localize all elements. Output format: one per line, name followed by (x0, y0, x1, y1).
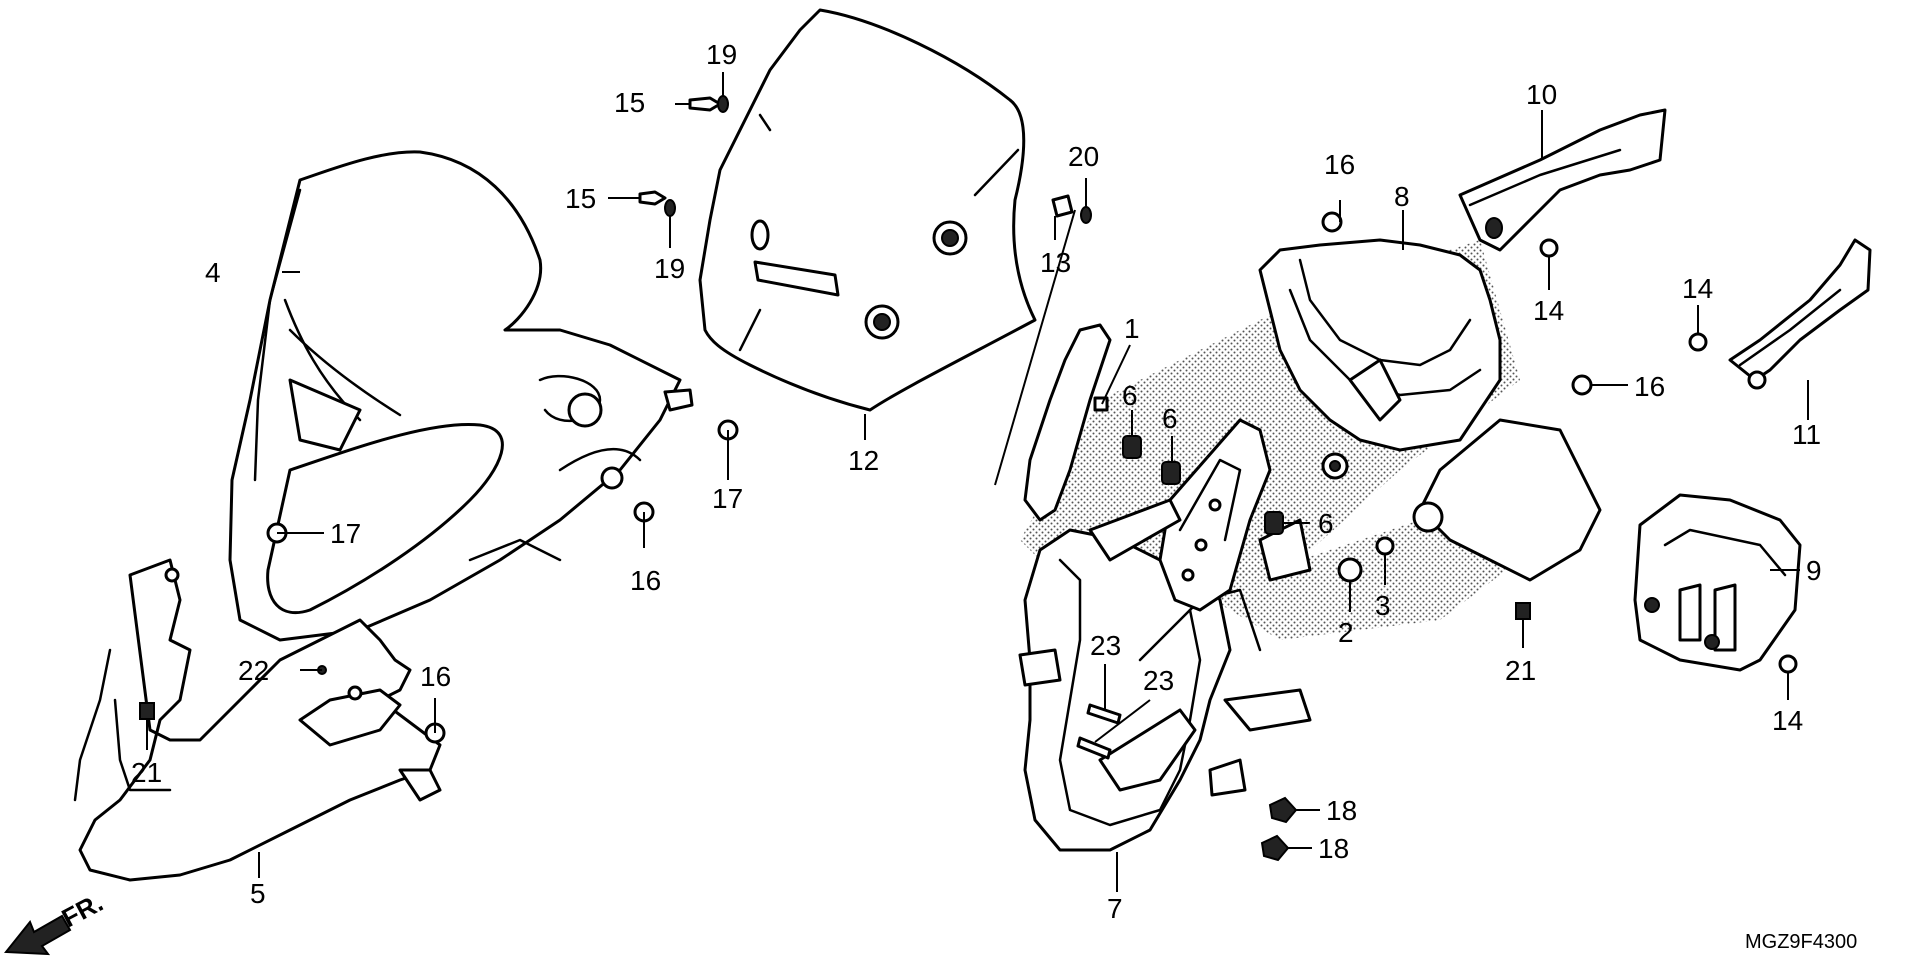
callout-21a: 21 (131, 757, 162, 788)
callout-14a: 14 (1533, 295, 1564, 326)
callout-16a: 16 (630, 565, 661, 596)
meter-visor-part-8[interactable] (1258, 238, 1602, 582)
callout-5: 5 (250, 878, 266, 909)
callout-16d: 16 (420, 661, 451, 692)
callout-16b: 16 (1324, 149, 1355, 180)
callout-10: 10 (1526, 79, 1557, 110)
side-trim-part-11[interactable] (1728, 238, 1872, 390)
lower-cowl-part-5[interactable] (73, 558, 442, 882)
callout-6a: 6 (1122, 380, 1138, 411)
callout-20: 20 (1068, 141, 1099, 172)
callout-11: 11 (1792, 419, 1821, 450)
callout-23a: 23 (1090, 630, 1121, 661)
callout-14b: 14 (1682, 273, 1713, 304)
callout-9: 9 (1806, 555, 1822, 586)
windscreen-part-12[interactable] (698, 8, 1037, 412)
callout-8: 8 (1394, 181, 1410, 212)
callout-3: 3 (1375, 590, 1391, 621)
cowl-stay-part-7[interactable] (1018, 528, 1312, 852)
callout-1: 1 (1124, 313, 1140, 344)
callout-14c: 14 (1772, 705, 1803, 736)
callout-18b: 18 (1318, 833, 1349, 864)
meter-bracket-part-1[interactable] (1023, 323, 1312, 612)
diagram-code: MGZ9F4300 (1745, 931, 1857, 953)
callout-2: 2 (1338, 617, 1354, 648)
callout-4: 4 (205, 257, 221, 288)
callout-15a: 15 (614, 87, 645, 118)
callout-19a: 19 (706, 39, 737, 70)
callout-7: 7 (1107, 893, 1123, 924)
callout-19b: 19 (654, 253, 685, 284)
callout-12: 12 (848, 445, 879, 476)
callout-13: 13 (1040, 247, 1071, 278)
callout-16c: 16 (1634, 371, 1665, 402)
upper-cowl-part-4[interactable] (228, 150, 694, 642)
callout-18a: 18 (1326, 795, 1357, 826)
callout-15b: 15 (565, 183, 596, 214)
callout-6b: 6 (1162, 403, 1178, 434)
callout-23b: 23 (1143, 665, 1174, 696)
callout-17b: 17 (330, 518, 361, 549)
callout-22: 22 (238, 655, 269, 686)
trim-panel-part-10[interactable] (1458, 108, 1667, 252)
callout-6c: 6 (1318, 508, 1334, 539)
callout-21b: 21 (1505, 655, 1536, 686)
front-direction-marker: FR. (3, 887, 108, 956)
cover-part-9[interactable] (1633, 493, 1802, 672)
leader-lines (146, 72, 1809, 892)
front-arrow-icon (3, 914, 72, 956)
callout-labels: 1 2 3 4 5 6 6 6 7 8 9 10 11 12 13 14 14 … (131, 39, 1822, 924)
callout-17a: 17 (712, 483, 743, 514)
